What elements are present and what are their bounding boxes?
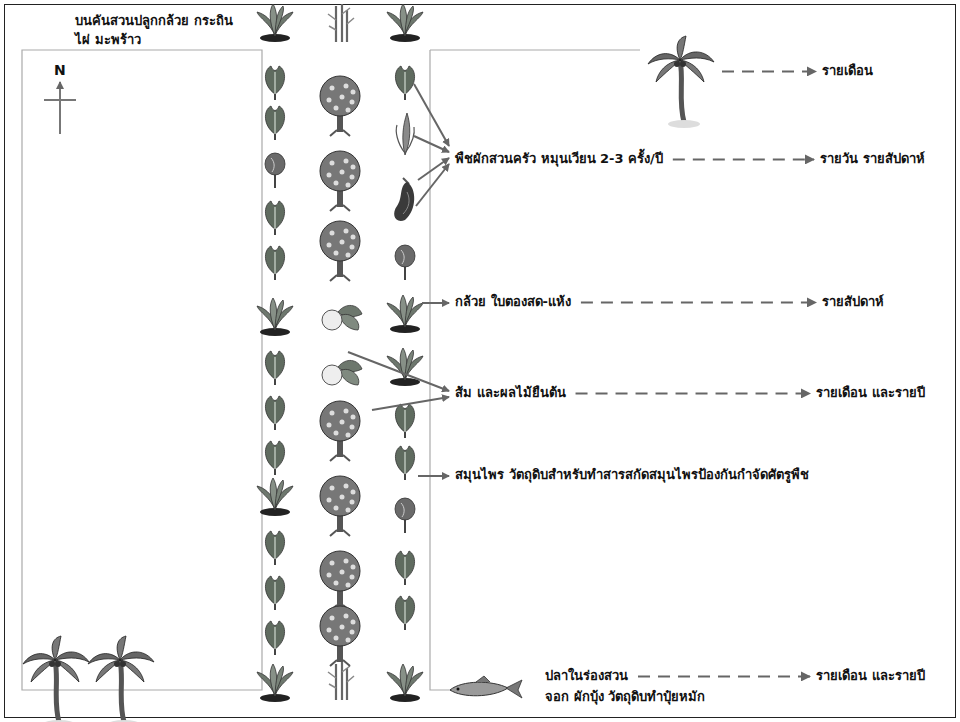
dashed-arrow xyxy=(722,70,816,72)
dashed-arrow xyxy=(673,158,814,160)
crop-label: ส้ม และผลไม้ยืนต้น xyxy=(455,384,566,403)
harvest-frequency: รายเดือน xyxy=(822,62,873,81)
dashed-arrow xyxy=(581,301,816,303)
dashed-arrow xyxy=(576,392,810,394)
crop-label: ปลาในร่องสวน xyxy=(545,667,628,686)
crop-label: สมุนไพร วัตถุดิบสำหรับทำสารสกัดสมุนไพรป้… xyxy=(455,466,809,485)
harvest-frequency: รายวัน รายสัปดาห์ xyxy=(820,150,925,169)
dashed-arrow xyxy=(638,675,810,677)
harvest-frequency: รายเดือน และรายปี xyxy=(816,667,925,686)
crop-label: กล้วย ใบตองสด-แห้ง xyxy=(455,293,571,312)
harvest-frequency: รายสัปดาห์ xyxy=(822,293,884,312)
crop-label: พืชผักสวนครัว หมุนเวียน 2-3 ครั้ง/ปี xyxy=(455,150,663,169)
harvest-frequency: รายเดือน และรายปี xyxy=(816,384,925,403)
crop-note: จอก ผักบุ้ง วัตถุดิบทำปุ๋ยหมัก xyxy=(545,688,705,707)
bank-planting-note: บนคันสวนปลูกกล้วย กระถิน ไผ่ มะพร้าว xyxy=(75,12,250,50)
north-mark: N xyxy=(54,60,66,80)
